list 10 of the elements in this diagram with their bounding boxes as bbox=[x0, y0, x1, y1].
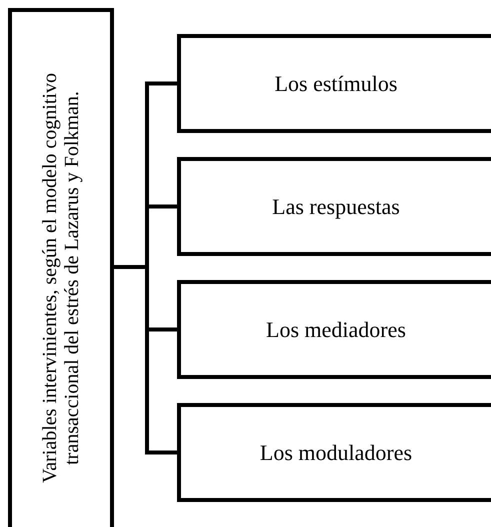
category-label: Los moduladores bbox=[260, 440, 412, 466]
category-label: Los estímulos bbox=[274, 70, 398, 96]
category-box bbox=[177, 157, 491, 256]
category-box bbox=[177, 34, 491, 133]
category-box bbox=[177, 280, 491, 379]
title-box bbox=[8, 8, 114, 527]
category-label: Los mediadores bbox=[266, 316, 406, 342]
category-box bbox=[177, 403, 491, 502]
vertical-title: Variables intervinientes, según el modelo cognitivo transaccional del estrés de Lazarus y Folkman. bbox=[39, 72, 83, 485]
category-label: Las respuestas bbox=[272, 194, 400, 220]
